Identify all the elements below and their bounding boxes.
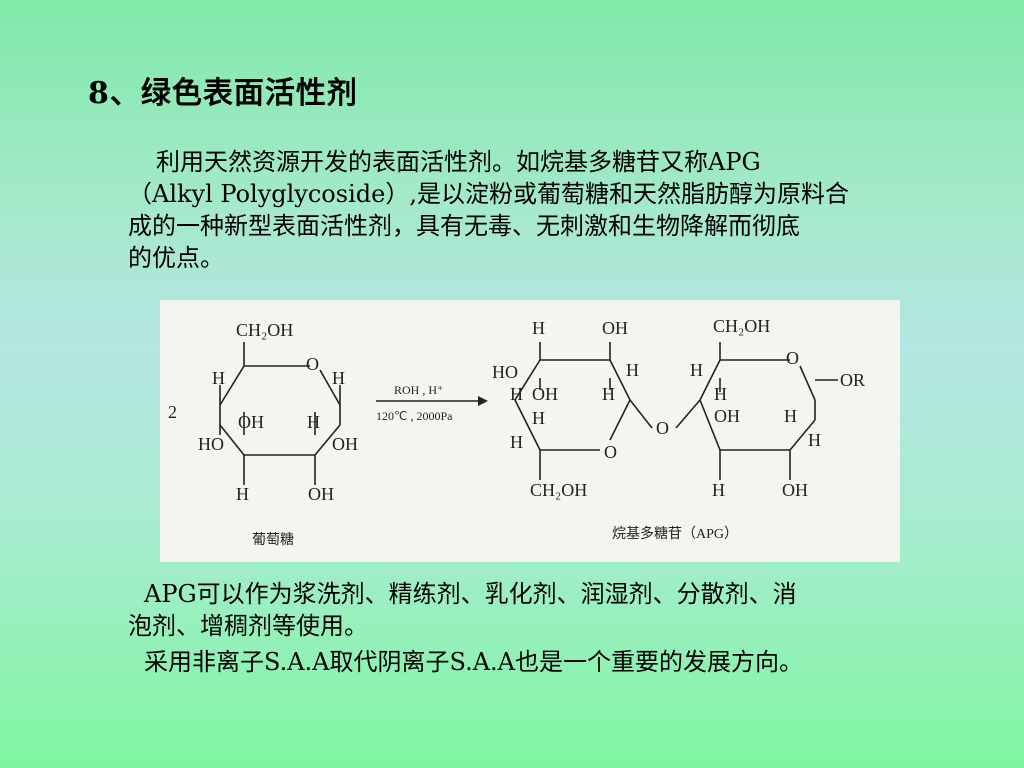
trend-line: 采用非离子S.A.A取代阴离子S.A.A也是一个重要的发展方向。 (144, 648, 804, 676)
reaction-figure: 2 CH₂OH O H H OH H HO OH (160, 300, 900, 562)
apg-oh-bottom: OH (782, 480, 808, 500)
apg-caption: 烷基多糖苷（APG） (612, 525, 738, 542)
glucose-oh-right: OH (332, 434, 358, 454)
apg-h-bottom: H (712, 480, 725, 500)
apg-ring-o-2: O (786, 348, 799, 368)
glucose-oh-bottom: OH (308, 484, 334, 504)
apg-h-4: H (690, 360, 703, 380)
apg-h-7: H (808, 430, 821, 450)
apg-ho-left: HO (492, 362, 518, 382)
coefficient-label: 2 (168, 402, 177, 422)
glucose-oh-mid: OH (238, 412, 264, 432)
apg-oh-2: OH (714, 406, 740, 426)
glucose-caption: 葡萄糖 (252, 532, 294, 548)
intro-line-1: 利用天然资源开发的表面活性剂。如烷基多糖苷又称APG (156, 148, 761, 176)
reaction-reagent: ROH , H⁺ (394, 383, 443, 397)
intro-line-2: （Alkyl Polyglycoside）,是以淀粉或葡萄糖和天然脂肪醇为原料合 (128, 180, 849, 208)
glucose-h-right: H (332, 368, 345, 388)
apg-structure: H OH HO OH H H H H O CH₂OH O CH₂OH H O H… (492, 316, 865, 542)
apg-h-2: H (510, 432, 523, 452)
intro-line-4: 的优点。 (128, 244, 224, 272)
apg-bridge-o: O (656, 418, 669, 438)
glucose-h-bottom: H (236, 484, 249, 504)
reaction-conditions: 120℃ , 2000Pa (376, 409, 453, 423)
glucose-structure: CH₂OH O H H OH H HO OH H OH 葡萄糖 (198, 320, 358, 548)
glucose-ring-o: O (306, 354, 319, 374)
apg-oh-1: OH (532, 384, 558, 404)
apg-oh-top-1: OH (602, 318, 628, 338)
reaction-scheme: 2 CH₂OH O H H OH H HO OH (168, 316, 865, 548)
usage-paragraph: APG可以作为浆洗剂、精练剂、乳化剂、润湿剂、分散剂、消 泡剂、增稠剂等使用。 (128, 578, 928, 642)
apg-h-1: H (626, 360, 639, 380)
apg-h-1b: H (602, 384, 615, 404)
apg-ch2oh-top: CH₂OH (713, 316, 770, 336)
glucose-ch2oh: CH₂OH (236, 320, 293, 340)
slide-title: 8、绿色表面活性剂 (88, 76, 358, 111)
glucose-h-mid: H (307, 412, 320, 432)
apg-h-3: H (510, 384, 523, 404)
apg-h-top-1: H (532, 318, 545, 338)
intro-line-3: 成的一种新型表面活性剂，具有无毒、无刺激和生物降解而彻底 (128, 212, 800, 240)
usage-line-1: APG可以作为浆洗剂、精练剂、乳化剂、润湿剂、分散剂、消 (144, 580, 797, 608)
apg-ch2oh-bottom: CH₂OH (530, 480, 587, 500)
apg-h-5: H (714, 384, 727, 404)
apg-or-group: OR (840, 370, 865, 390)
usage-line-2: 泡剂、增稠剂等使用。 (128, 612, 368, 640)
apg-h-6: H (784, 406, 797, 426)
intro-paragraph: 利用天然资源开发的表面活性剂。如烷基多糖苷又称APG （Alkyl Polygl… (128, 146, 928, 274)
glucose-h-left: H (212, 368, 225, 388)
glucose-ho-left: HO (198, 434, 224, 454)
reaction-arrow: ROH , H⁺ 120℃ , 2000Pa (376, 383, 488, 423)
apg-h-1c: H (532, 408, 545, 428)
apg-ring-o-1: O (604, 442, 617, 462)
trend-paragraph: 采用非离子S.A.A取代阴离子S.A.A也是一个重要的发展方向。 (128, 646, 928, 678)
